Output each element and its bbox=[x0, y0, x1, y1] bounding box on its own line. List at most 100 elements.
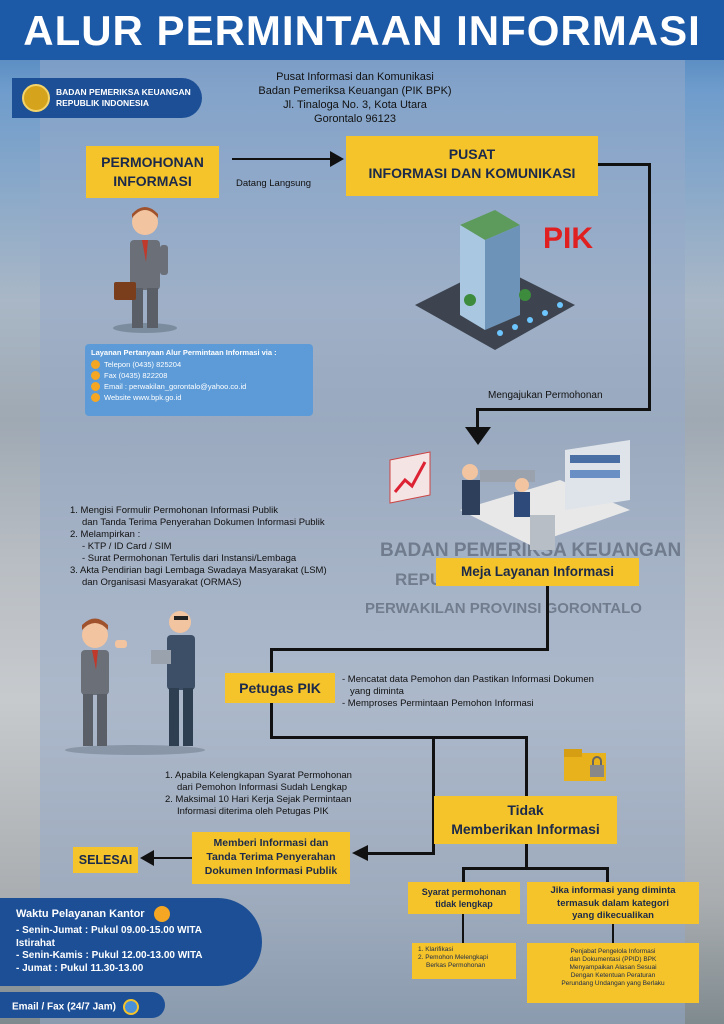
calendar-icon bbox=[153, 906, 170, 922]
memberi-informasi-box: Memberi Informasi dan Tanda Terima Penye… bbox=[192, 832, 350, 884]
jika-dikecualikan-box: Jika informasi yang diminta termasuk dal… bbox=[527, 882, 699, 924]
contact-email-row: Email : perwakilan_gorontalo@yahoo.co.id bbox=[91, 382, 307, 391]
staff-handshake-illustration bbox=[65, 611, 205, 755]
petugas-notes: - Mencatat data Pemohon dan Pastikan Inf… bbox=[342, 674, 594, 710]
meja-label: Meja Layanan Informasi bbox=[460, 564, 615, 579]
logo-text: BADAN PEMERIKSA KEUANGAN REPUBLIK INDONE… bbox=[56, 87, 191, 109]
address-line: Badan Pemeriksa Keuangan (PIK BPK) bbox=[258, 85, 452, 97]
pusat-line2: INFORMASI DAN KOMUNIKASI bbox=[368, 165, 576, 181]
requirements-list: 1. Mengisi Formulir Permohonan Informasi… bbox=[70, 505, 327, 589]
arrow-down-icon bbox=[465, 427, 491, 445]
syarat-tidak-lengkap-box: Syarat permohonan tidak lengkap bbox=[408, 882, 520, 914]
contact-heading: Layanan Pertanyaan Alur Permintaan Infor… bbox=[91, 348, 277, 357]
flow-line bbox=[152, 857, 192, 859]
requirement-line: 3. Akta Pendirian bagi Lembaga Swadaya M… bbox=[70, 565, 327, 576]
requirement-line: - KTP / ID Card / SIM bbox=[82, 541, 172, 552]
permohonan-line2: INFORMASI bbox=[113, 173, 192, 189]
bpk-emblem-icon bbox=[22, 84, 50, 112]
flow-line bbox=[546, 586, 549, 650]
flow-line bbox=[270, 703, 273, 738]
condition-line: Informasi diterima oleh Petugas PIK bbox=[177, 806, 329, 817]
flow-line bbox=[367, 852, 435, 855]
email-fax-badge: Email / Fax (24/7 Jam) bbox=[0, 992, 165, 1018]
pusat-informasi-box: PUSAT INFORMASI DAN KOMUNIKASI bbox=[346, 136, 598, 196]
datang-langsung-label: Datang Langsung bbox=[236, 178, 312, 189]
arrow-left-icon bbox=[140, 850, 154, 866]
contact-website-row: Website www.bpk.go.id bbox=[91, 393, 307, 402]
petugas-note-line: - Memproses Permintaan Pemohon Informasi bbox=[342, 698, 534, 709]
header-bar: ALUR PERMINTAAN INFORMASI bbox=[0, 0, 724, 60]
tidak-line1: Tidak bbox=[507, 802, 544, 818]
condition-line: 1. Apabila Kelengkapan Syarat Permohonan bbox=[165, 770, 352, 781]
pejabat-line3: Menyampaikan Alasan Sesuai bbox=[569, 964, 657, 971]
contact-email: Email : perwakilan_gorontalo@yahoo.co.id bbox=[104, 382, 247, 391]
flow-line bbox=[462, 914, 464, 943]
email-icon bbox=[91, 382, 100, 391]
address-line: Gorontalo 96123 bbox=[314, 113, 396, 125]
flow-line bbox=[270, 648, 273, 672]
address-line: Jl. Tinaloga No. 3, Kota Utara bbox=[283, 99, 427, 111]
building-sign-line3: PERWAKILAN PROVINSI GORONTALO bbox=[365, 600, 642, 617]
petugas-label: Petugas PIK bbox=[239, 680, 321, 696]
requirement-line: dan Tanda Terima Penyerahan Dokumen Info… bbox=[82, 517, 325, 528]
syarat-line2: tidak lengkap bbox=[435, 899, 493, 909]
pik-building-illustration bbox=[415, 210, 575, 350]
flow-line bbox=[525, 736, 528, 796]
permohonan-line1: PERMOHONAN bbox=[101, 154, 204, 170]
petugas-note-line: - Mencatat data Pemohon dan Pastikan Inf… bbox=[342, 674, 594, 685]
requirement-line: 2. Melampirkan : bbox=[70, 529, 141, 540]
syarat-line1: Syarat permohonan bbox=[421, 887, 507, 897]
flow-line bbox=[462, 867, 465, 882]
hours-line: - Jumat : Pukul 11.30-13.00 bbox=[16, 962, 144, 974]
logo-badge: BADAN PEMERIKSA KEUANGAN REPUBLIK INDONE… bbox=[12, 78, 202, 118]
logo-line2: REPUBLIK INDONESIA bbox=[56, 98, 150, 108]
jika-line2: termasuk dalam kategori bbox=[557, 897, 669, 909]
flow-line bbox=[648, 163, 651, 410]
pejabat-line5: Perundang Undangan yang Berlaku bbox=[561, 980, 665, 987]
tidak-line2: Memberikan Informasi bbox=[451, 821, 600, 837]
condition-line: dari Pemohon Informasi Sudah Lengkap bbox=[177, 782, 348, 793]
arrow-right-icon bbox=[330, 151, 344, 167]
businessman-briefcase-illustration bbox=[113, 207, 177, 333]
contact-phone-row: Telepon (0435) 825204 bbox=[91, 360, 307, 369]
memberi-line1: Memberi Informasi dan bbox=[213, 837, 329, 849]
pusat-line1: PUSAT bbox=[448, 146, 496, 162]
jika-line3: yang dikecualikan bbox=[572, 910, 654, 921]
arrow-left-icon bbox=[352, 845, 368, 861]
flow-line bbox=[612, 924, 614, 943]
address-block: Pusat Informasi dan Komunikasi Badan Pem… bbox=[240, 70, 470, 126]
pejabat-line4: Dengan Ketentuan Peraturan bbox=[570, 972, 656, 979]
hours-title: Waktu Pelayanan Kantor bbox=[16, 907, 145, 920]
contact-phone: Telepon (0435) 825204 bbox=[104, 360, 182, 369]
logo-line1: BADAN PEMERIKSA KEUANGAN bbox=[56, 87, 191, 97]
hours-line: Istirahat bbox=[16, 937, 55, 949]
selesai-label: SELESAI bbox=[78, 853, 133, 867]
pejabat-ppid-box: Penjabat Pengelola Informasi dan Dokumen… bbox=[527, 943, 699, 1003]
flow-line bbox=[598, 163, 650, 166]
flow-line bbox=[463, 867, 608, 870]
hours-line: - Senin-Jumat : Pukul 09.00-15.00 WITA bbox=[16, 925, 202, 936]
address-line: Pusat Informasi dan Komunikasi bbox=[276, 71, 434, 83]
contact-fax-row: Fax (0435) 822208 bbox=[91, 371, 307, 380]
office-hours-panel: Waktu Pelayanan Kantor - Senin-Jumat : P… bbox=[0, 898, 262, 986]
requirement-line: dan Organisasi Masyarakat (ORMAS) bbox=[82, 577, 242, 588]
flow-line bbox=[272, 648, 549, 651]
flow-line bbox=[432, 736, 435, 853]
fax-icon bbox=[91, 371, 100, 380]
flow-line bbox=[270, 736, 434, 739]
permohonan-informasi-box: PERMOHONAN INFORMASI bbox=[86, 146, 219, 198]
klarifikasi-box: 1. Klarifikasi 2. Pemohon Melengkapi Ber… bbox=[412, 943, 516, 979]
rising-chart-icon bbox=[389, 451, 431, 504]
meja-layanan-box: Meja Layanan Informasi bbox=[436, 558, 639, 586]
klarifikasi-line1: 1. Klarifikasi bbox=[418, 946, 454, 953]
jika-line1: Jika informasi yang diminta bbox=[550, 885, 676, 896]
email-fax-label: Email / Fax (24/7 Jam) bbox=[12, 1001, 116, 1013]
petugas-note-line: yang diminta bbox=[350, 686, 404, 697]
pik-label: PIK bbox=[543, 222, 594, 255]
flow-line bbox=[432, 736, 527, 739]
arrow-line bbox=[232, 158, 332, 160]
contact-website: Website www.bpk.go.id bbox=[104, 393, 182, 402]
memberi-line2: Tanda Terima Penyerahan bbox=[206, 851, 336, 863]
contact-fax: Fax (0435) 822208 bbox=[104, 371, 168, 380]
clock-icon bbox=[122, 999, 139, 1015]
